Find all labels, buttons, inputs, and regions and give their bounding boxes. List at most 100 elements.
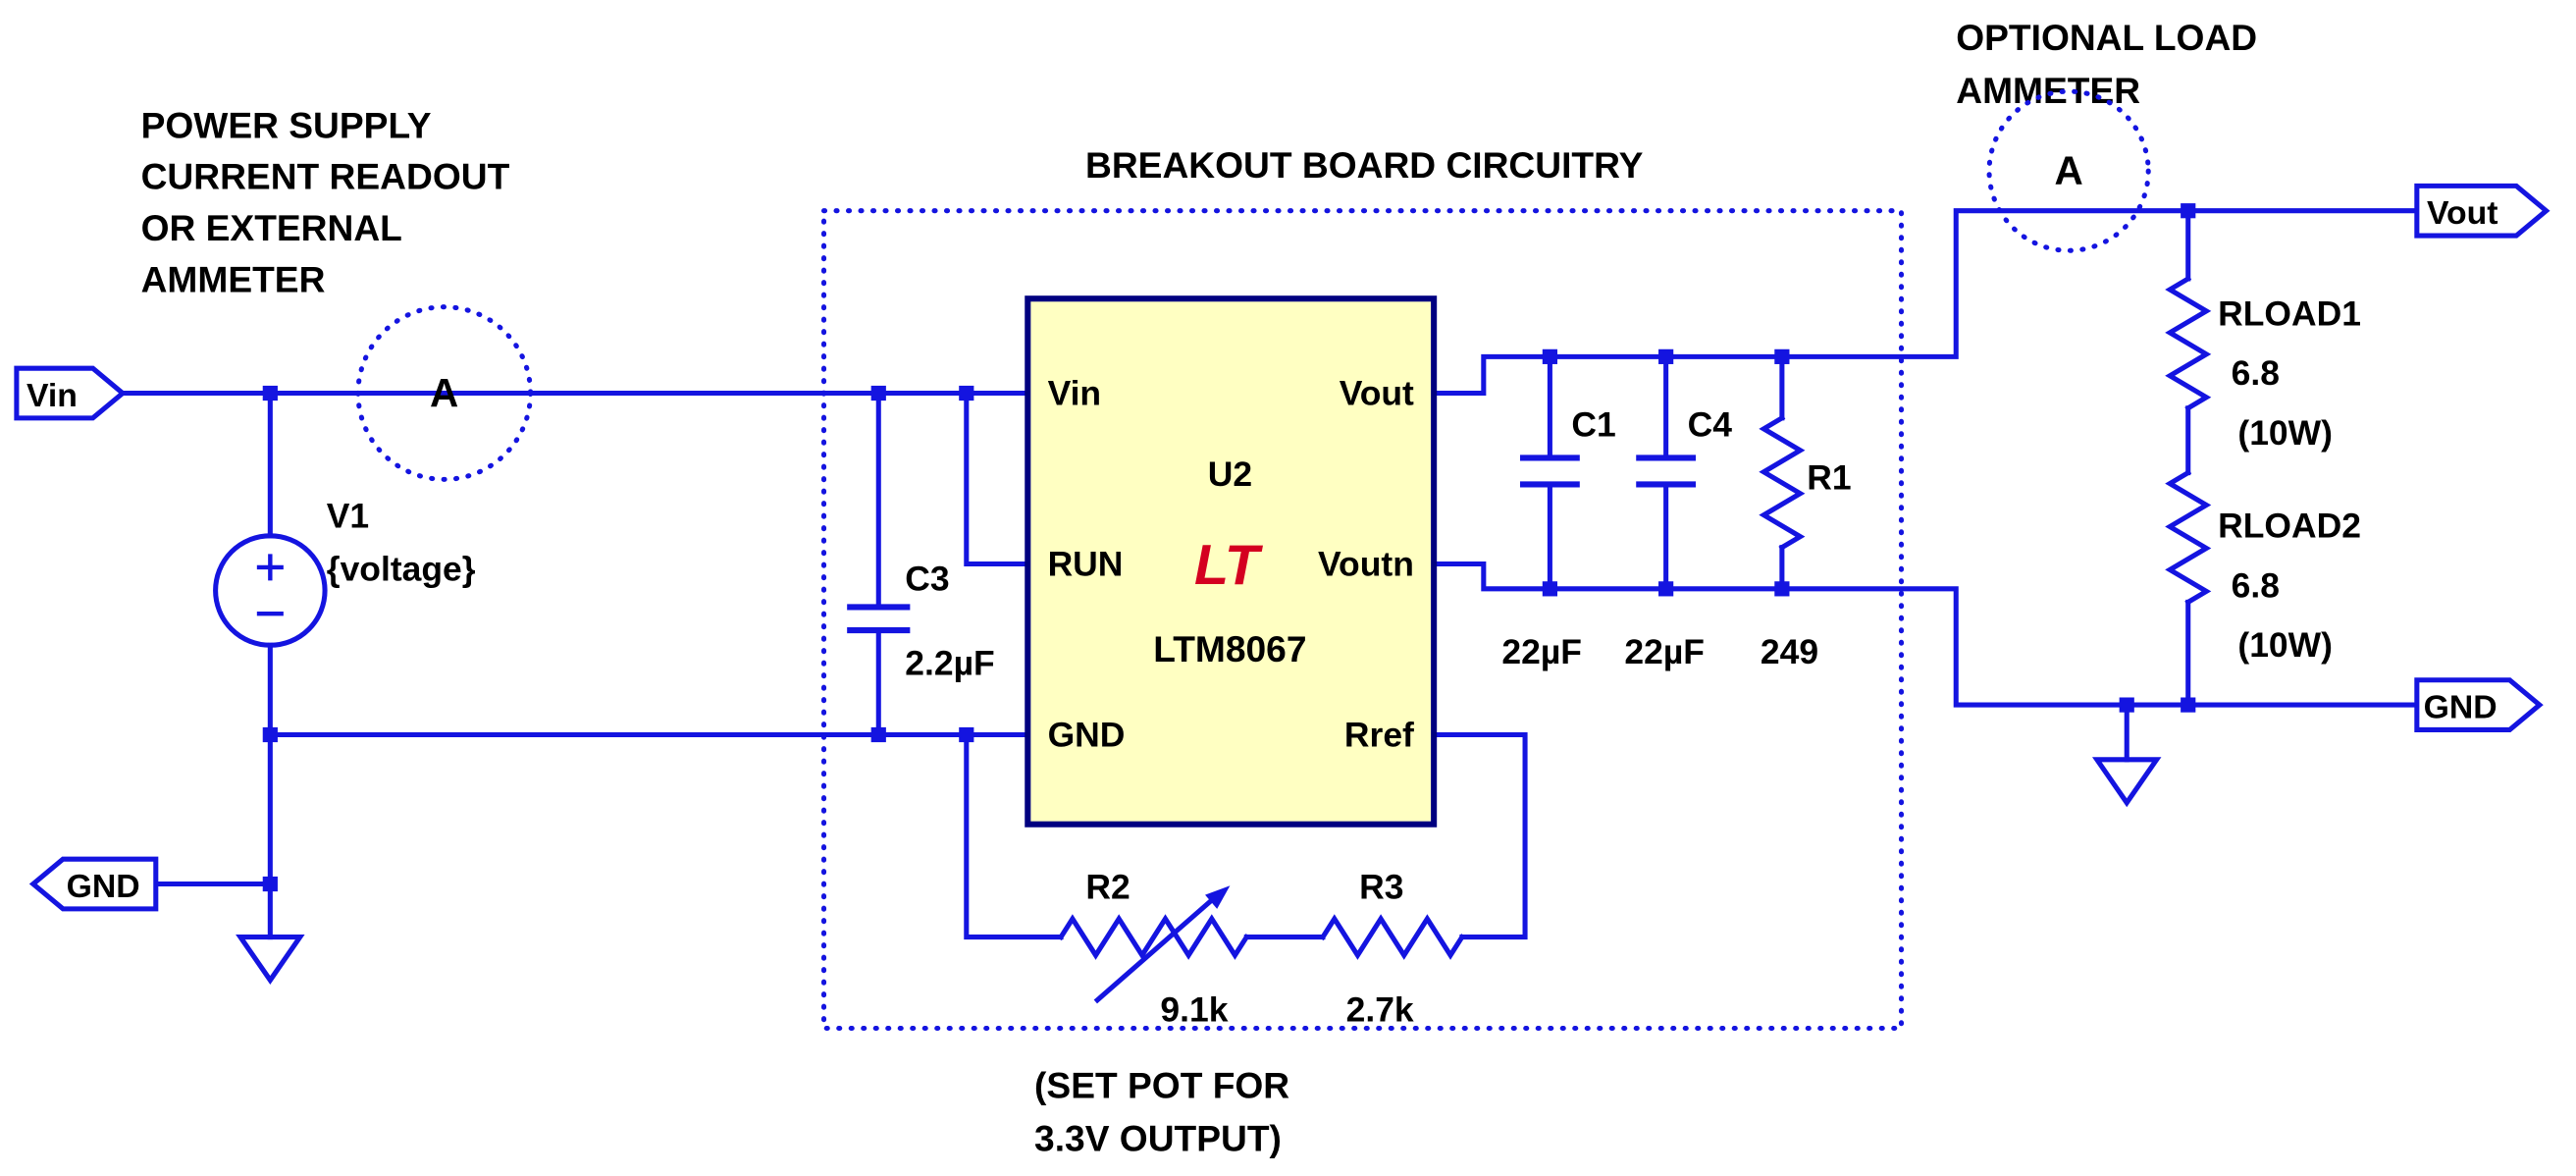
wire-vout-rail bbox=[1431, 208, 2420, 397]
port-gnd-left: GND bbox=[28, 856, 159, 912]
junction-dot bbox=[959, 726, 974, 743]
ammeter-left-label: A bbox=[430, 370, 458, 415]
c3-plates bbox=[847, 604, 911, 634]
port-gnd-right-flag bbox=[2414, 677, 2544, 732]
wire-fb-left bbox=[964, 731, 1064, 940]
wire-fb-right bbox=[1431, 731, 1528, 940]
junction-dot bbox=[1542, 348, 1557, 364]
rload2-power-label: (10W) bbox=[2237, 625, 2333, 665]
power-supply-note-line1: POWER SUPPLY bbox=[141, 104, 432, 145]
component-r1: R1 249 bbox=[1759, 414, 1852, 671]
u2-pin-vin: Vin bbox=[1048, 373, 1102, 412]
optional-load-note: OPTIONAL LOAD AMMETER bbox=[1956, 17, 2257, 111]
breakout-board-outline bbox=[820, 208, 1905, 1032]
component-rload2: RLOAD2 6.8 (10W) bbox=[2165, 469, 2361, 665]
port-vout: Vout bbox=[2414, 183, 2550, 239]
component-r3: R3 2.7k bbox=[1319, 868, 1466, 1030]
c4-value-label: 22µF bbox=[1624, 632, 1705, 671]
port-vout-label: Vout bbox=[2427, 194, 2498, 232]
c4-plates bbox=[1636, 454, 1697, 488]
c4-ref-label: C4 bbox=[1688, 404, 1733, 444]
lt-logo-icon: LT bbox=[1194, 534, 1264, 597]
r3-value-label: 2.7k bbox=[1346, 990, 1414, 1030]
v1-value-label: {voltage} bbox=[327, 549, 476, 588]
junction-dot bbox=[262, 876, 278, 892]
c3-ref-label: C3 bbox=[905, 560, 949, 599]
component-c1: C1 22µF bbox=[1501, 404, 1615, 670]
r2-ref-label: R2 bbox=[1085, 868, 1130, 907]
junction-dot bbox=[959, 385, 974, 401]
junction-dot bbox=[262, 726, 278, 743]
u2-pin-run: RUN bbox=[1048, 544, 1124, 583]
rload1-value-label: 6.8 bbox=[2232, 353, 2280, 393]
ground-symbol-right bbox=[2091, 757, 2162, 808]
rload2-value-label: 6.8 bbox=[2232, 565, 2280, 605]
breakout-board-title: BREAKOUT BOARD CIRCUITRY bbox=[1085, 144, 1644, 186]
junction-dot bbox=[262, 385, 278, 401]
port-gnd-right-label: GND bbox=[2424, 689, 2497, 726]
rload1-ref-label: RLOAD1 bbox=[2218, 294, 2361, 333]
u2-pin-vout: Vout bbox=[1340, 373, 1414, 412]
ammeter-right: A bbox=[1986, 88, 2151, 253]
rload1-power-label: (10W) bbox=[2237, 413, 2333, 453]
r1-ref-label: R1 bbox=[1807, 457, 1851, 497]
r2-zigzag bbox=[1057, 914, 1250, 960]
r1-zigzag bbox=[1759, 414, 1806, 552]
junction-dot bbox=[870, 385, 886, 401]
junction-dots bbox=[262, 203, 2196, 892]
ammeter-right-circle bbox=[1986, 88, 2151, 253]
junction-dot bbox=[1658, 348, 1674, 364]
u2-pin-rref: Rref bbox=[1344, 715, 1414, 754]
junction-dot bbox=[1542, 581, 1557, 597]
junction-dot bbox=[1774, 348, 1790, 364]
u2-part-label: LTM8067 bbox=[1153, 628, 1306, 669]
rload2-ref-label: RLOAD2 bbox=[2218, 506, 2361, 545]
ground-symbol-left bbox=[236, 935, 305, 985]
wires bbox=[120, 208, 2420, 940]
port-vin-label: Vin bbox=[26, 377, 78, 414]
optional-load-note-line2: AMMETER bbox=[1956, 70, 2140, 111]
wire-voutn-rail bbox=[1431, 561, 2420, 708]
junction-dot bbox=[2119, 697, 2134, 713]
r3-ref-label: R3 bbox=[1359, 868, 1403, 907]
rload2-zigzag bbox=[2165, 469, 2212, 606]
port-gnd-left-flag bbox=[28, 856, 159, 912]
port-vin: Vin bbox=[14, 365, 127, 421]
c1-value-label: 22µF bbox=[1501, 632, 1582, 671]
set-pot-note: (SET POT FOR 3.3V OUTPUT) bbox=[1034, 1064, 1289, 1158]
c1-ref-label: C1 bbox=[1571, 404, 1615, 444]
port-gnd-left-label: GND bbox=[67, 868, 140, 905]
port-vin-flag bbox=[14, 365, 127, 421]
power-supply-note-line4: AMMETER bbox=[141, 258, 326, 299]
junction-dot bbox=[870, 726, 886, 743]
set-pot-note-line1: (SET POT FOR bbox=[1034, 1064, 1289, 1105]
junction-dot bbox=[2181, 203, 2196, 219]
component-u2: Vin RUN GND Vout Voutn Rref U2 LT LTM806… bbox=[1025, 295, 1438, 828]
ammeter-left-circle bbox=[355, 304, 534, 482]
v1-ref-label: V1 bbox=[327, 496, 369, 535]
ammeter-right-label: A bbox=[2054, 148, 2082, 193]
junction-dot bbox=[2181, 697, 2196, 713]
r3-zigzag bbox=[1319, 914, 1466, 960]
power-supply-note-line3: OR EXTERNAL bbox=[141, 207, 402, 248]
u2-pin-voutn: Voutn bbox=[1318, 544, 1414, 583]
r1-value-label: 249 bbox=[1761, 632, 1818, 671]
u2-pin-gnd: GND bbox=[1048, 715, 1126, 754]
set-pot-note-line2: 3.3V OUTPUT) bbox=[1034, 1117, 1282, 1158]
port-vout-flag bbox=[2414, 183, 2550, 239]
junction-dot bbox=[1658, 581, 1674, 597]
r2-wiper-arrowhead bbox=[1205, 885, 1231, 909]
u2-body bbox=[1025, 295, 1438, 828]
power-supply-note: POWER SUPPLY CURRENT READOUT OR EXTERNAL… bbox=[141, 104, 510, 299]
v1-plus-icon bbox=[256, 554, 284, 581]
optional-load-note-line1: OPTIONAL LOAD bbox=[1956, 17, 2257, 58]
r2-value-label: 9.1k bbox=[1160, 990, 1228, 1030]
component-r2: R2 9.1k bbox=[1057, 868, 1250, 1030]
component-c3: C3 2.2µF bbox=[847, 560, 995, 683]
ammeter-left: A bbox=[355, 304, 534, 482]
c1-plates bbox=[1519, 454, 1580, 488]
r2-wiper-arrow-line bbox=[1093, 893, 1219, 1004]
component-rload1: RLOAD1 6.8 (10W) bbox=[2165, 275, 2361, 453]
port-gnd-right: GND bbox=[2414, 677, 2544, 732]
